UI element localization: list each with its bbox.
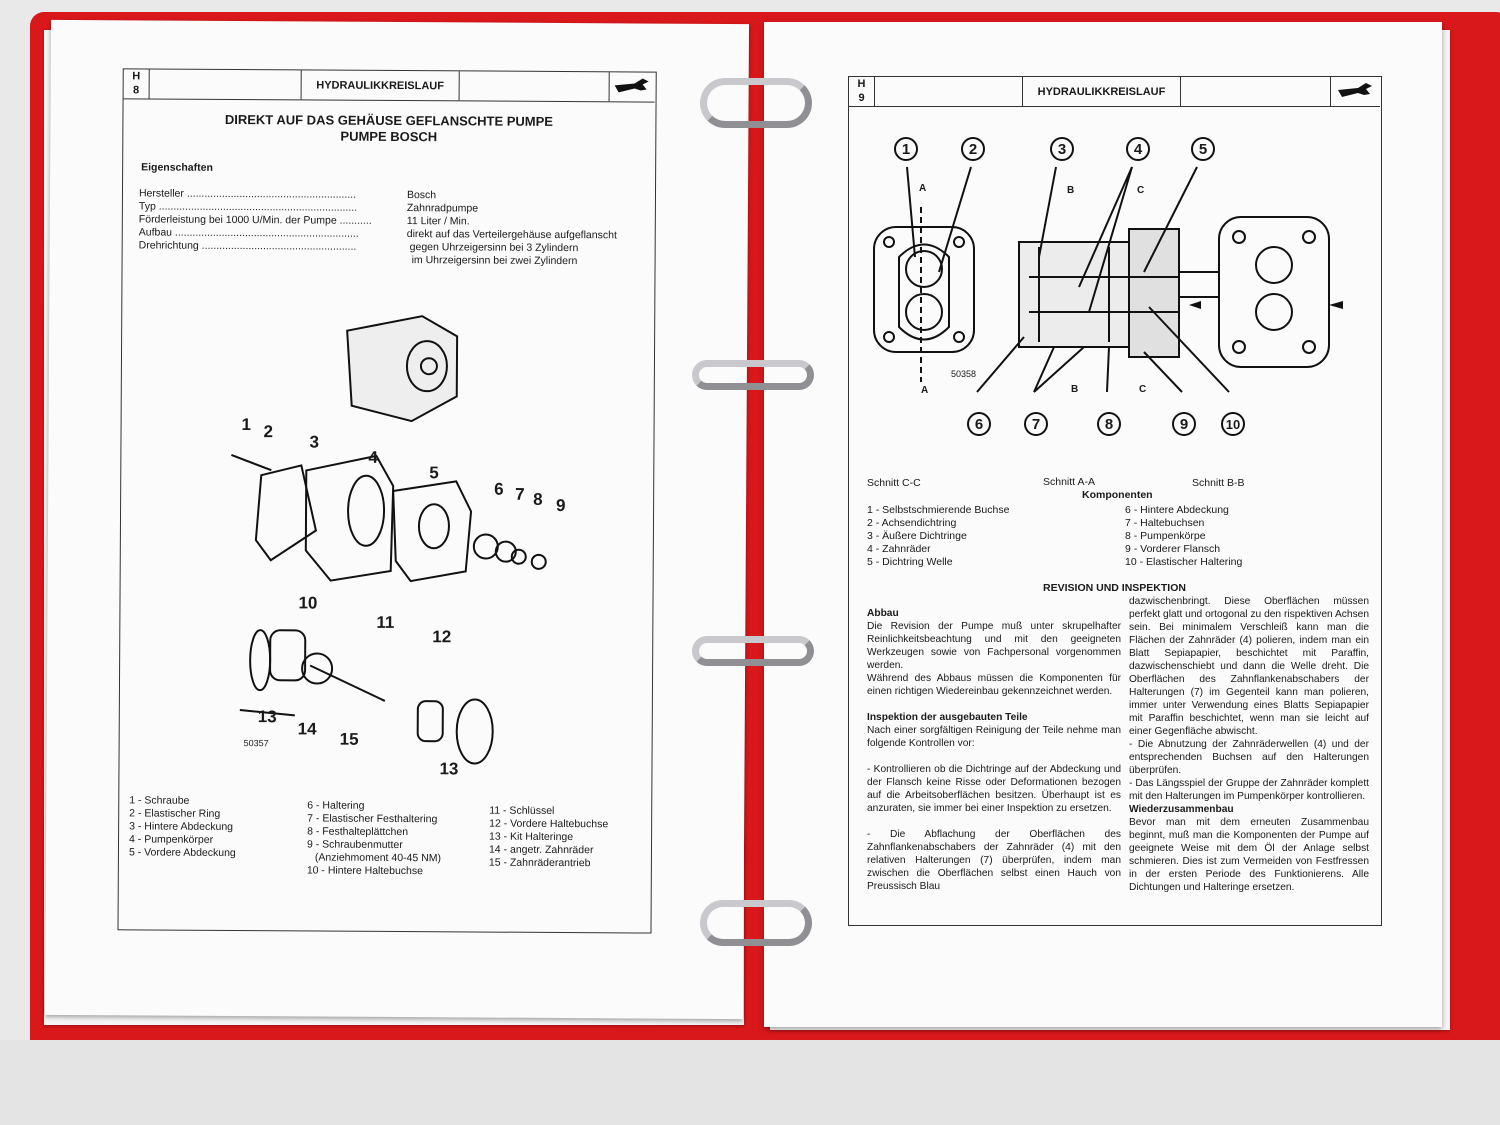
callout-circle: 3 [1050, 137, 1074, 161]
doc-subtitle: PUMPE BOSCH [340, 128, 438, 145]
callout-label: 14 [297, 719, 317, 739]
binder-ring [700, 78, 812, 128]
callout-label: 4 [368, 447, 378, 467]
figure-id: 50358 [951, 369, 977, 379]
callout-label: 2 [263, 422, 274, 442]
abbau-text-2: Während des Abbaus müssen die Komponente… [867, 673, 1121, 697]
callout-label: 7 [515, 484, 525, 504]
callout-label: 3 [309, 432, 319, 452]
section-mark: C [1137, 185, 1145, 196]
callout-label: 8 [533, 489, 543, 509]
callout-label: 13 [257, 707, 277, 727]
callout-circle: 5 [1191, 137, 1215, 161]
abbau-text: Die Revision der Pumpe muß unter skrupel… [867, 621, 1121, 671]
page-number: 9 [858, 92, 865, 104]
callout-label: 10 [298, 593, 318, 613]
binder-ring [692, 636, 814, 666]
binder-ring [700, 900, 812, 946]
callout-label: 1 [241, 415, 252, 435]
callout-circle: 2 [961, 137, 985, 161]
properties-table: Hersteller .............................… [139, 187, 639, 268]
callout-label: 6 [494, 479, 504, 499]
figure-id: 50357 [243, 738, 269, 749]
section-label: Schnitt A-A [1043, 476, 1095, 488]
callout-circle: 1 [894, 137, 918, 161]
section-code: H [132, 70, 141, 83]
text-column-left: Abbau Die Revision der Pumpe muß unter s… [867, 607, 1121, 893]
callout-label: 15 [339, 729, 359, 749]
pump-cross-section-drawing [873, 166, 1343, 393]
callout-label: 5 [429, 463, 439, 483]
text-column-right: dazwischenbringt. Diese Oberflächen müss… [1129, 595, 1369, 894]
callout-label: 9 [556, 495, 566, 516]
table-surface [0, 1040, 1500, 1125]
section-mark: A [919, 183, 927, 194]
abbau-heading: Abbau [867, 608, 899, 619]
callout-label: 12 [432, 627, 452, 647]
wiederzusammenbau-text: Bevor man mit dem erneuten Zusammenbau b… [1129, 817, 1369, 893]
inspektion-item-4: - Das Längsspiel der Gruppe der Zahnräde… [1129, 778, 1369, 802]
inspektion-item-2: - Die Abflachung der Oberflächen des Zah… [867, 829, 1121, 892]
inspektion-item-1: - Kontrollieren ob die Dichtringe auf de… [867, 764, 1121, 814]
callout-circle: 7 [1024, 412, 1048, 436]
wiederzusammenbau-heading: Wiederzusammenbau [1129, 804, 1234, 815]
exploded-pump-drawing [231, 315, 547, 765]
wrench-hand-icon [610, 72, 655, 101]
section-mark: B [1071, 384, 1079, 395]
callout-circle: 8 [1097, 412, 1121, 436]
inspektion-text: Nach einer sorgfältigen Reinigung der Te… [867, 725, 1121, 749]
section-label: Schnitt C-C [867, 477, 921, 489]
callout-circle: 9 [1172, 412, 1196, 436]
wrench-hand-icon [1331, 77, 1380, 106]
callout-label: 13 [439, 759, 459, 779]
section-mark: A [921, 385, 929, 396]
callout-circle: 4 [1126, 137, 1150, 161]
callout-circle: 10 [1221, 412, 1245, 436]
inspektion-item-3: - Die Abnutzung der Zahnräderwellen (4) … [1129, 739, 1369, 776]
page-header: H 9 HYDRAULIKKREISLAUF [849, 77, 1380, 107]
section-mark: C [1139, 384, 1147, 395]
callout-circle: 6 [967, 412, 991, 436]
section-mark: B [1067, 185, 1075, 196]
inspektion-heading: Inspektion der ausgebauten Teile [867, 712, 1028, 723]
section-code: H [857, 78, 866, 90]
properties-heading: Eigenschaften [141, 161, 213, 174]
page-number: 8 [133, 84, 140, 97]
header-title: HYDRAULIKKREISLAUF [301, 70, 460, 101]
components-heading: Komponenten [1082, 489, 1153, 501]
header-title: HYDRAULIKKREISLAUF [1023, 77, 1181, 106]
revision-heading: REVISION UND INSPEKTION [1043, 582, 1186, 594]
continued-text: dazwischenbringt. Diese Oberflächen müss… [1129, 596, 1369, 737]
callout-label: 11 [376, 612, 395, 632]
section-label: Schnitt B-B [1192, 477, 1245, 489]
property-row: im Uhrzeigersinn bei zwei Zylindern [411, 254, 578, 268]
binder-ring [692, 360, 814, 390]
